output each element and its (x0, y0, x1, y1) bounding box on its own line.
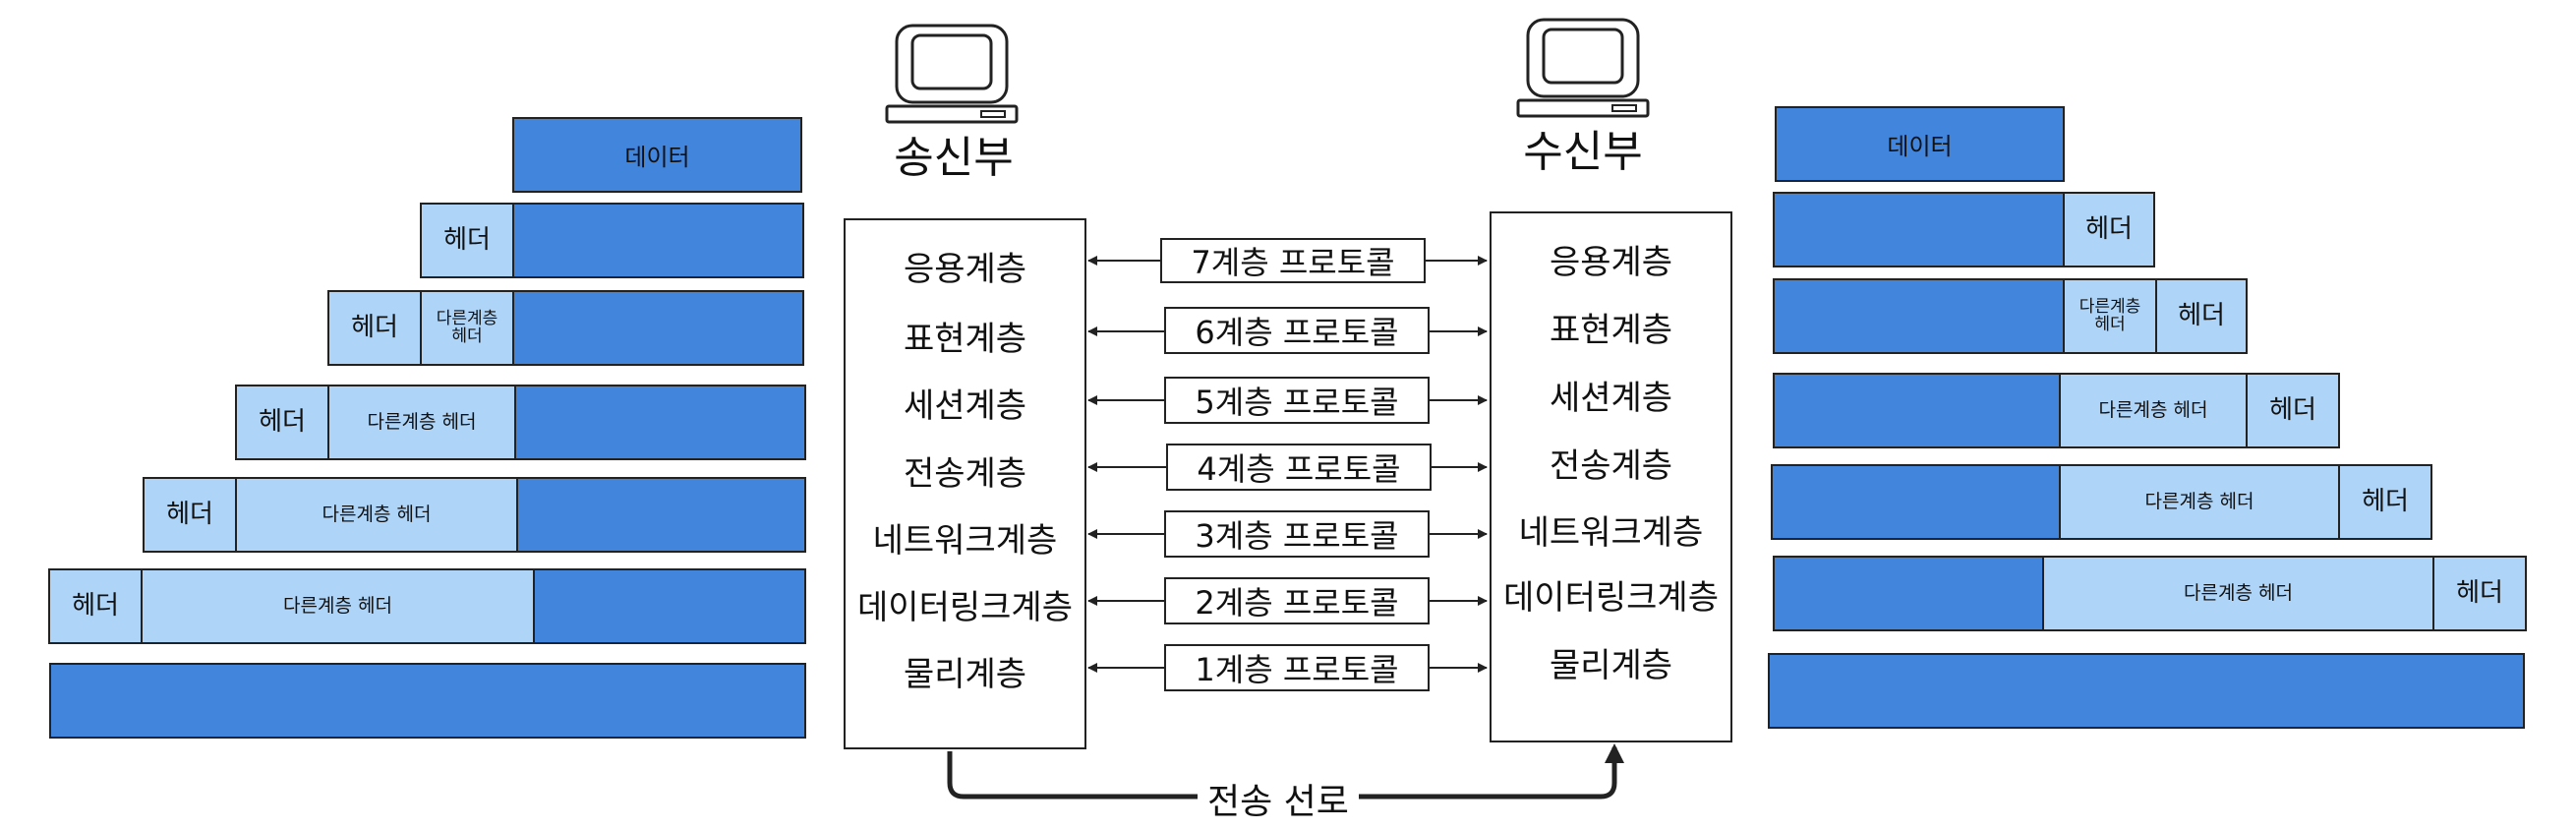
sender-layer-4: 전송계층 (903, 454, 1027, 494)
sender-layer-1: 물리계층 (903, 655, 1027, 694)
receiver-layer-6: 표현계층 (1549, 311, 1673, 350)
header-block: 헤더 (48, 568, 143, 644)
other-layer-header-block: 다른계층 헤더 (420, 290, 514, 366)
sender-layer-2: 데이터링크계층 (857, 588, 1073, 627)
receiver-layer-5: 세션계층 (1549, 379, 1673, 418)
protocol-box-4: 4계층 프로토콜 (1166, 444, 1432, 491)
physical-bit-stream-block (49, 663, 806, 739)
sender-layer-3: 네트워크계층 (872, 521, 1058, 561)
receiver-layer-stack: 응용계층 표현계층 세션계층 전송계층 네트워크계층 데이터링크계층 물리계층 (1490, 211, 1732, 742)
protocol-box-5: 5계층 프로토콜 (1164, 377, 1430, 424)
sender-layer-stack: 응용계층 표현계층 세션계층 전송계층 네트워크계층 데이터링크계층 물리계층 (844, 218, 1086, 749)
header-block: 헤더 (327, 290, 422, 366)
receiver-layer-4: 전송계층 (1549, 446, 1673, 486)
header-block: 헤더 (420, 203, 514, 278)
sender-title: 송신부 (894, 133, 1014, 183)
receiver-layer-7: 응용계층 (1549, 243, 1673, 282)
data-block (1771, 464, 2061, 540)
receiver-layer-3: 네트워크계층 (1518, 513, 1704, 553)
sender-layer-7: 응용계층 (903, 250, 1027, 289)
data-block: 데이터 (512, 117, 802, 193)
transmission-path-label: 전송 선로 (1198, 773, 1359, 824)
protocol-box-6: 6계층 프로토콜 (1164, 307, 1430, 354)
other-layer-header-block: 다른계층 헤더 (141, 568, 535, 644)
data-block (514, 385, 806, 460)
other-layer-header-block: 다른계층 헤더 (2059, 373, 2248, 448)
data-block (533, 568, 806, 644)
protocol-box-3: 3계층 프로토콜 (1164, 510, 1430, 558)
receiver-title: 수신부 (1523, 127, 1643, 177)
data-label: 데이터 (624, 144, 690, 171)
receiver-layer-1: 물리계층 (1549, 646, 1673, 685)
data-block (516, 477, 806, 553)
data-block (1773, 192, 2065, 267)
other-layer-header-block: 다른계층 헤더 (2059, 464, 2340, 540)
data-block (1773, 278, 2065, 354)
computer-icon (885, 24, 1019, 124)
data-block (512, 290, 804, 366)
physical-bit-stream-block (1768, 653, 2525, 729)
other-layer-header-block: 다른계층 헤더 (235, 477, 518, 553)
other-layer-header-block: 다른계층 헤더 (2042, 556, 2434, 631)
sender-layer-5: 세션계층 (903, 386, 1027, 426)
protocol-box-1: 1계층 프로토콜 (1164, 644, 1430, 691)
header-block: 헤더 (235, 385, 329, 460)
computer-icon (1516, 18, 1650, 118)
other-layer-header-block: 다른계층 헤더 (327, 385, 516, 460)
data-block (1773, 373, 2061, 448)
data-label: 데이터 (1887, 133, 1953, 160)
receiver-layer-2: 데이터링크계층 (1503, 578, 1719, 618)
data-block (512, 203, 804, 278)
sender-layer-6: 표현계층 (903, 320, 1027, 359)
header-block: 헤더 (2246, 373, 2340, 448)
data-block: 데이터 (1775, 106, 2065, 182)
header-block: 헤더 (143, 477, 237, 553)
header-block: 헤더 (2063, 192, 2155, 267)
header-block: 헤더 (2155, 278, 2248, 354)
header-block: 헤더 (2338, 464, 2432, 540)
protocol-box-2: 2계층 프로토콜 (1164, 577, 1430, 624)
header-block: 헤더 (2432, 556, 2527, 631)
protocol-box-7: 7계층 프로토콜 (1160, 238, 1426, 283)
data-block (1773, 556, 2044, 631)
